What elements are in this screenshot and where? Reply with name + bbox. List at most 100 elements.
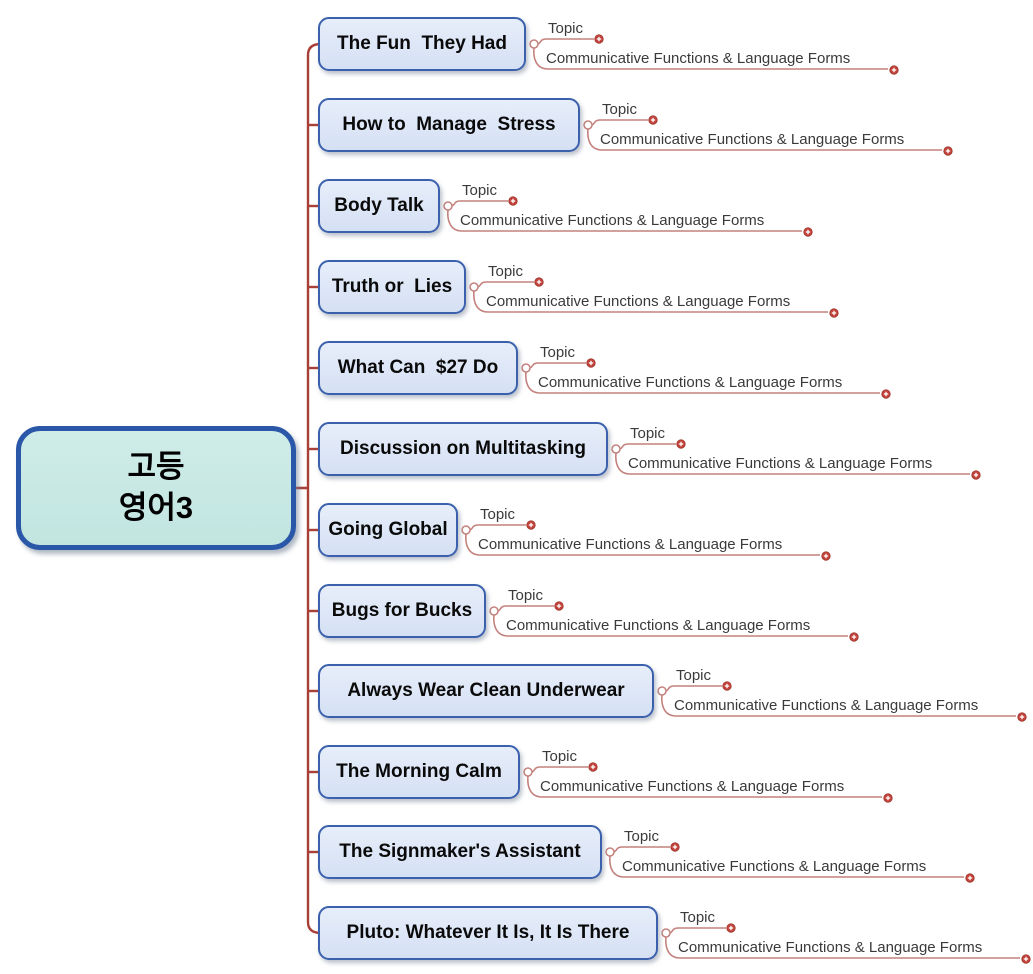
branch-topic-box-3[interactable]: Body Talk <box>318 179 440 233</box>
branch-topic-box-5[interactable]: What Can $27 Do <box>318 341 518 395</box>
expand-plus-icon[interactable] <box>881 389 891 399</box>
subtopic-label-topic[interactable]: Topic <box>462 182 498 199</box>
branch-topic-box-4[interactable]: Truth or Lies <box>318 260 466 314</box>
cflf-underline-connector <box>473 290 828 313</box>
expand-plus-icon[interactable] <box>883 793 893 803</box>
branch-topic-label: Always Wear Clean Underwear <box>347 680 625 701</box>
subtopic-label-topic[interactable]: Topic <box>540 344 576 361</box>
branch-topic-label: The Signmaker's Assistant <box>339 841 581 862</box>
topic-underline-connector <box>613 846 670 853</box>
cflf-underline-connector <box>465 533 820 556</box>
expand-plus-icon[interactable] <box>889 65 899 75</box>
branch-topic-label: Body Talk <box>334 195 424 216</box>
subtopic-label-topic[interactable]: Topic <box>548 20 584 37</box>
junction-circle-icon <box>521 363 531 373</box>
expand-plus-icon[interactable] <box>1017 712 1027 722</box>
subtopic-label-topic[interactable]: Topic <box>676 667 712 684</box>
subtopic-label-communicative-functions[interactable]: Communicative Functions & Language Forms <box>460 212 765 229</box>
subtopic-label-communicative-functions[interactable]: Communicative Functions & Language Forms <box>506 617 811 634</box>
subtopic-label-topic[interactable]: Topic <box>542 748 578 765</box>
cflf-underline-connector <box>609 855 964 878</box>
topic-underline-connector <box>591 119 648 126</box>
topic-underline-connector <box>497 605 554 612</box>
junction-circle-icon <box>661 928 671 938</box>
branch-topic-box-6[interactable]: Discussion on Multitasking <box>318 422 608 476</box>
subtopic-label-communicative-functions[interactable]: Communicative Functions & Language Forms <box>600 131 905 148</box>
subtopic-label-communicative-functions[interactable]: Communicative Functions & Language Forms <box>628 455 933 472</box>
subtopic-label-communicative-functions[interactable]: Communicative Functions & Language Forms <box>674 697 979 714</box>
junction-circle-icon <box>523 767 533 777</box>
subtopic-label-communicative-functions[interactable]: Communicative Functions & Language Forms <box>546 50 851 67</box>
branch-topic-box-10[interactable]: The Morning Calm <box>318 745 520 799</box>
topic-underline-connector <box>531 766 588 773</box>
topic-underline-connector <box>477 281 534 288</box>
junction-circle-icon <box>583 120 593 130</box>
branch-topic-label: What Can $27 Do <box>337 357 499 378</box>
junction-circle-icon <box>443 201 453 211</box>
expand-plus-icon[interactable] <box>526 520 536 530</box>
junction-circle-icon <box>469 282 479 292</box>
expand-plus-icon[interactable] <box>971 470 981 480</box>
expand-plus-icon[interactable] <box>648 115 658 125</box>
subtopic-label-communicative-functions[interactable]: Communicative Functions & Language Forms <box>478 536 783 553</box>
expand-plus-icon[interactable] <box>829 308 839 318</box>
branch-topic-box-8[interactable]: Bugs for Bucks <box>318 584 486 638</box>
expand-plus-icon[interactable] <box>586 358 596 368</box>
subtopic-label-communicative-functions[interactable]: Communicative Functions & Language Forms <box>538 374 843 391</box>
subtopic-label-topic[interactable]: Topic <box>630 425 666 442</box>
branch-topic-label: How to Manage Stress <box>342 114 556 135</box>
expand-plus-icon[interactable] <box>670 842 680 852</box>
branch-topic-box-12[interactable]: Pluto: Whatever It Is, It Is There <box>318 906 658 960</box>
central-topic-node[interactable]: 고등 영어3 <box>16 426 296 550</box>
cflf-underline-connector <box>527 775 882 798</box>
branch-topic-box-11[interactable]: The Signmaker's Assistant <box>318 825 602 879</box>
expand-plus-icon[interactable] <box>821 551 831 561</box>
junction-circle-icon <box>489 606 499 616</box>
expand-plus-icon[interactable] <box>722 681 732 691</box>
branch-topic-label: Pluto: Whatever It Is, It Is There <box>346 922 630 943</box>
cflf-underline-connector <box>587 128 942 151</box>
expand-plus-icon[interactable] <box>943 146 953 156</box>
expand-plus-icon[interactable] <box>803 227 813 237</box>
branch-topic-box-9[interactable]: Always Wear Clean Underwear <box>318 664 654 718</box>
main-branch-trunk <box>306 42 322 935</box>
subtopic-label-topic[interactable]: Topic <box>624 828 660 845</box>
expand-plus-icon[interactable] <box>849 632 859 642</box>
expand-plus-icon[interactable] <box>588 762 598 772</box>
branch-topic-label: The Fun They Had <box>337 33 507 54</box>
topic-underline-connector <box>451 200 508 207</box>
subtopic-label-communicative-functions[interactable]: Communicative Functions & Language Forms <box>622 858 927 875</box>
subtopic-label-communicative-functions[interactable]: Communicative Functions & Language Forms <box>486 293 791 310</box>
subtopic-label-topic[interactable]: Topic <box>680 909 716 926</box>
expand-plus-icon[interactable] <box>508 196 518 206</box>
expand-plus-icon[interactable] <box>554 601 564 611</box>
expand-plus-icon[interactable] <box>726 923 736 933</box>
expand-plus-icon[interactable] <box>534 277 544 287</box>
cflf-underline-connector <box>447 209 802 232</box>
junction-circle-icon <box>461 525 471 535</box>
subtopic-label-communicative-functions[interactable]: Communicative Functions & Language Forms <box>540 778 845 795</box>
cflf-underline-connector <box>665 936 1020 959</box>
expand-plus-icon[interactable] <box>594 34 604 44</box>
cflf-underline-connector <box>525 371 880 394</box>
branch-topic-box-7[interactable]: Going Global <box>318 503 458 557</box>
branch-topic-label: Discussion on Multitasking <box>340 438 586 459</box>
expand-plus-icon[interactable] <box>676 439 686 449</box>
branch-topic-label: Bugs for Bucks <box>331 600 473 621</box>
topic-underline-connector <box>665 685 722 692</box>
topic-underline-connector <box>469 524 526 531</box>
expand-plus-icon[interactable] <box>965 873 975 883</box>
subtopic-label-topic[interactable]: Topic <box>480 506 516 523</box>
subtopic-label-topic[interactable]: Topic <box>488 263 524 280</box>
junction-circle-icon <box>605 847 615 857</box>
subtopic-label-topic[interactable]: Topic <box>602 101 638 118</box>
topic-underline-connector <box>537 38 594 45</box>
subtopic-label-topic[interactable]: Topic <box>508 587 544 604</box>
subtopic-label-communicative-functions[interactable]: Communicative Functions & Language Forms <box>678 939 983 956</box>
branch-topic-box-1[interactable]: The Fun They Had <box>318 17 526 71</box>
expand-plus-icon[interactable] <box>1021 954 1031 964</box>
branch-topic-label: Going Global <box>328 519 448 540</box>
branch-topic-box-2[interactable]: How to Manage Stress <box>318 98 580 152</box>
